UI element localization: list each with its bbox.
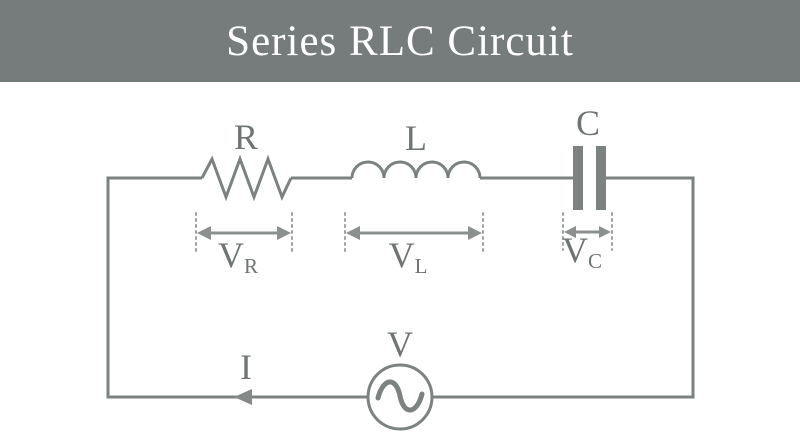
capacitor-symbol xyxy=(573,146,606,210)
sine-wave-icon xyxy=(375,379,425,413)
voltage-main: V xyxy=(562,230,588,270)
arrow-right-icon xyxy=(599,226,611,238)
arrow-left-icon xyxy=(346,226,360,240)
inductor-voltage-label: VL xyxy=(389,235,428,278)
resistor-voltage-measure: VR xyxy=(195,212,293,278)
ac-source-symbol xyxy=(366,363,434,431)
inductor-voltage-measure: VL xyxy=(344,212,484,278)
capacitor-voltage-measure: VC xyxy=(562,212,613,273)
voltage-sub: R xyxy=(244,254,258,278)
current-label: I xyxy=(240,347,252,387)
resistor-label: R xyxy=(234,117,258,157)
wire-left-loop xyxy=(106,176,368,399)
resistor-voltage-label: VR xyxy=(218,235,258,278)
arrow-right-icon xyxy=(468,226,482,240)
voltage-sub: L xyxy=(415,254,428,278)
capacitor-voltage-label: VC xyxy=(562,230,602,273)
wire-right-loop xyxy=(432,176,695,399)
capacitor-label: C xyxy=(576,103,600,143)
arrow-left-icon xyxy=(197,226,211,240)
page-title: Series RLC Circuit xyxy=(226,17,574,65)
header-banner: Series RLC Circuit xyxy=(0,0,800,82)
circuit-diagram: R L C VR VL VC V I xyxy=(0,82,800,445)
resistor-symbol xyxy=(200,154,293,202)
capacitor-plate-right xyxy=(596,146,606,210)
current-arrow-icon xyxy=(234,389,252,405)
arrow-right-icon xyxy=(277,226,291,240)
capacitor-plate-left xyxy=(573,146,583,210)
voltage-main: V xyxy=(389,235,415,275)
source-circle xyxy=(366,363,434,431)
inductor-label: L xyxy=(405,118,427,158)
arrow-left-icon xyxy=(564,226,576,238)
source-voltage-label: V xyxy=(387,324,413,364)
voltage-main: V xyxy=(218,235,244,275)
inductor-symbol xyxy=(350,160,482,179)
voltage-sub: C xyxy=(588,249,602,273)
